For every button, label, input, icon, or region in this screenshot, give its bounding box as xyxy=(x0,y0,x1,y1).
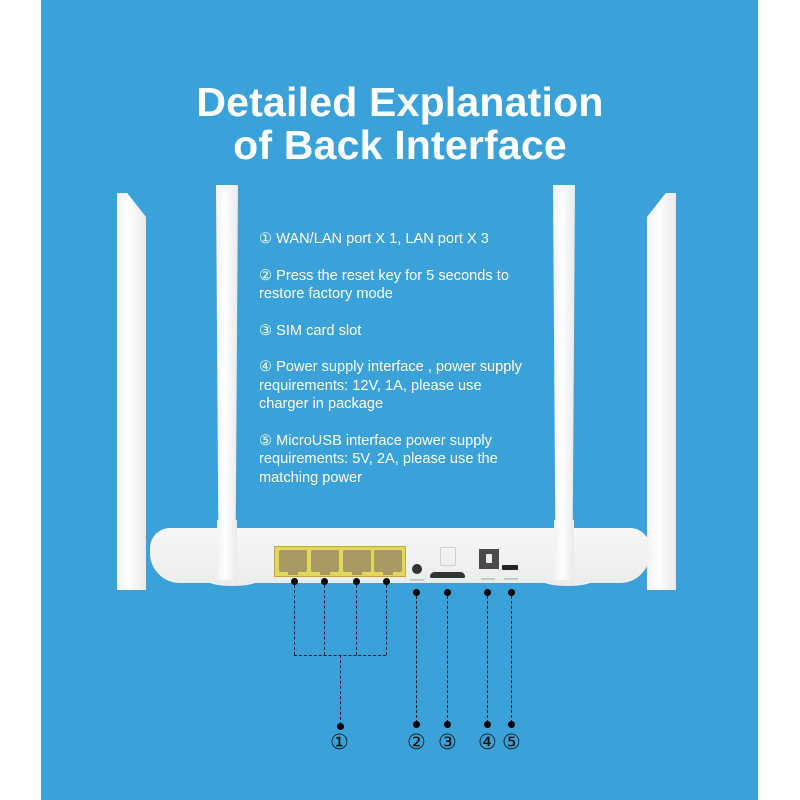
page-title: Detailed Explanation of Back Interface xyxy=(0,81,800,167)
usb-label-mark xyxy=(504,578,518,580)
callout-number-5: ⑤ xyxy=(502,730,521,754)
leader-line-usb xyxy=(511,596,512,723)
callout-dot-port-3 xyxy=(353,578,360,585)
description-item-2: ② Press the reset key for 5 seconds to r… xyxy=(259,267,509,303)
power-jack xyxy=(479,549,499,569)
sim-card-slot xyxy=(430,572,465,578)
description-item-5: ⑤ MicroUSB interface power supply requir… xyxy=(259,432,498,486)
antenna-inner-left xyxy=(216,185,238,580)
antenna-outer-left xyxy=(117,193,146,590)
leader-line-port-1 xyxy=(294,585,295,655)
ethernet-port-2 xyxy=(311,550,339,575)
blue-background-panel xyxy=(41,0,758,800)
callout-end-dot-2 xyxy=(413,721,420,728)
antenna-base-inner-right xyxy=(554,520,574,580)
leader-line-reset xyxy=(416,596,417,723)
callout-end-dot-4 xyxy=(484,721,491,728)
callout-end-dot-5 xyxy=(508,721,515,728)
reset-label-mark xyxy=(410,579,424,581)
reset-button xyxy=(412,564,422,574)
callout-number-3: ③ xyxy=(438,730,457,754)
antenna-outer-right xyxy=(647,193,676,590)
description-item-3: ③ SIM card slot xyxy=(259,322,362,339)
sim-card-icon xyxy=(440,547,456,566)
callout-dot-sim xyxy=(444,589,451,596)
callout-end-dot-1 xyxy=(337,723,344,730)
callout-dot-port-1 xyxy=(291,578,298,585)
leader-line-port-3 xyxy=(356,585,357,655)
antenna-base-inner-left xyxy=(217,520,237,580)
callout-number-1: ① xyxy=(330,730,349,754)
callout-dot-reset xyxy=(413,589,420,596)
ethernet-port-1 xyxy=(279,550,307,575)
leader-line-ports-stem xyxy=(340,655,341,725)
ethernet-port-4 xyxy=(374,550,402,575)
interface-description-list: ① WAN/LAN port X 1, LAN port X 3 ② Press… xyxy=(259,230,559,505)
power-label-mark xyxy=(481,578,495,580)
callout-dot-usb xyxy=(508,589,515,596)
leader-line-port-2 xyxy=(324,585,325,655)
title-line-1: Detailed Explanation xyxy=(196,79,604,125)
description-item-4: ④ Power supply interface , power supply … xyxy=(259,359,522,412)
description-item-1: ① WAN/LAN port X 1, LAN port X 3 xyxy=(259,231,489,247)
lan-port-block xyxy=(274,546,406,577)
title-line-2: of Back Interface xyxy=(233,122,567,168)
micro-usb-port xyxy=(502,565,518,570)
callout-number-4: ④ xyxy=(478,730,497,754)
callout-number-2: ② xyxy=(407,730,426,754)
leader-line-port-4 xyxy=(386,585,387,655)
callout-dot-port-4 xyxy=(383,578,390,585)
antenna-inner-right xyxy=(553,185,575,580)
callout-dot-port-2 xyxy=(321,578,328,585)
leader-line-sim xyxy=(447,596,448,723)
leader-line-power xyxy=(487,596,488,723)
callout-dot-power xyxy=(484,589,491,596)
callout-end-dot-3 xyxy=(444,721,451,728)
ethernet-port-3 xyxy=(343,550,371,575)
